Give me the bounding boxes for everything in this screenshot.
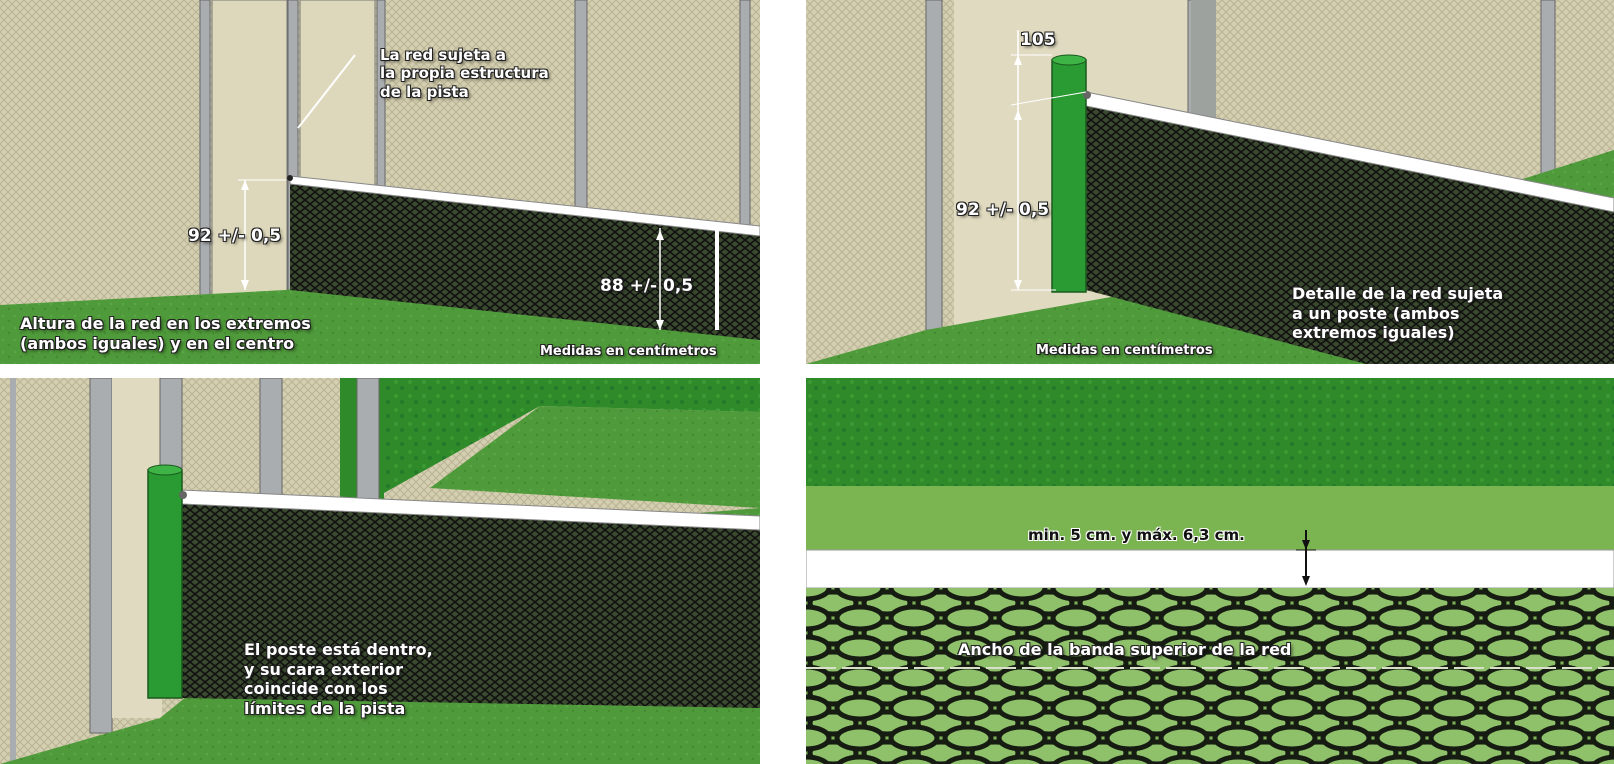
panel-post-inside-court: El poste está dentro, y su cara exterior… xyxy=(0,378,760,764)
panel-1-illustration xyxy=(0,0,760,364)
center-height-dimension: 88 +/- 0,5 xyxy=(600,276,694,296)
panel-net-post-detail: 105 92 +/- 0,5 Detalle de la red sujeta … xyxy=(806,0,1614,364)
panel-3-illustration xyxy=(0,378,760,764)
units-note: Medidas en centímetros xyxy=(1036,343,1213,358)
panel-4-caption: Ancho de la banda superior de la red xyxy=(958,640,1292,659)
end-height-dimension: 92 +/- 0,5 xyxy=(188,226,282,246)
panel-2-caption: Detalle de la red sujeta a un poste (amb… xyxy=(1292,284,1504,343)
panel-top-band-width: min. 5 cm. y máx. 6,3 cm. Ancho de la ba… xyxy=(806,378,1614,764)
panel-4-illustration xyxy=(806,378,1614,764)
net-height-dimension: 92 +/- 0,5 xyxy=(956,200,1050,220)
post-height-dimension: 105 xyxy=(1020,30,1056,50)
panel-2-illustration xyxy=(806,0,1614,364)
panel-3-caption: El poste está dentro, y su cara exterior… xyxy=(244,640,433,718)
units-note: Medidas en centímetros xyxy=(540,344,717,359)
net-attached-note: La red sujeta a la propia estructura de … xyxy=(380,46,549,101)
band-width-dimension: min. 5 cm. y máx. 6,3 cm. xyxy=(1028,526,1245,544)
panel-1-caption: Altura de la red en los extremos (ambos … xyxy=(20,314,311,353)
panel-net-height-ends-center: La red sujeta a la propia estructura de … xyxy=(0,0,760,364)
